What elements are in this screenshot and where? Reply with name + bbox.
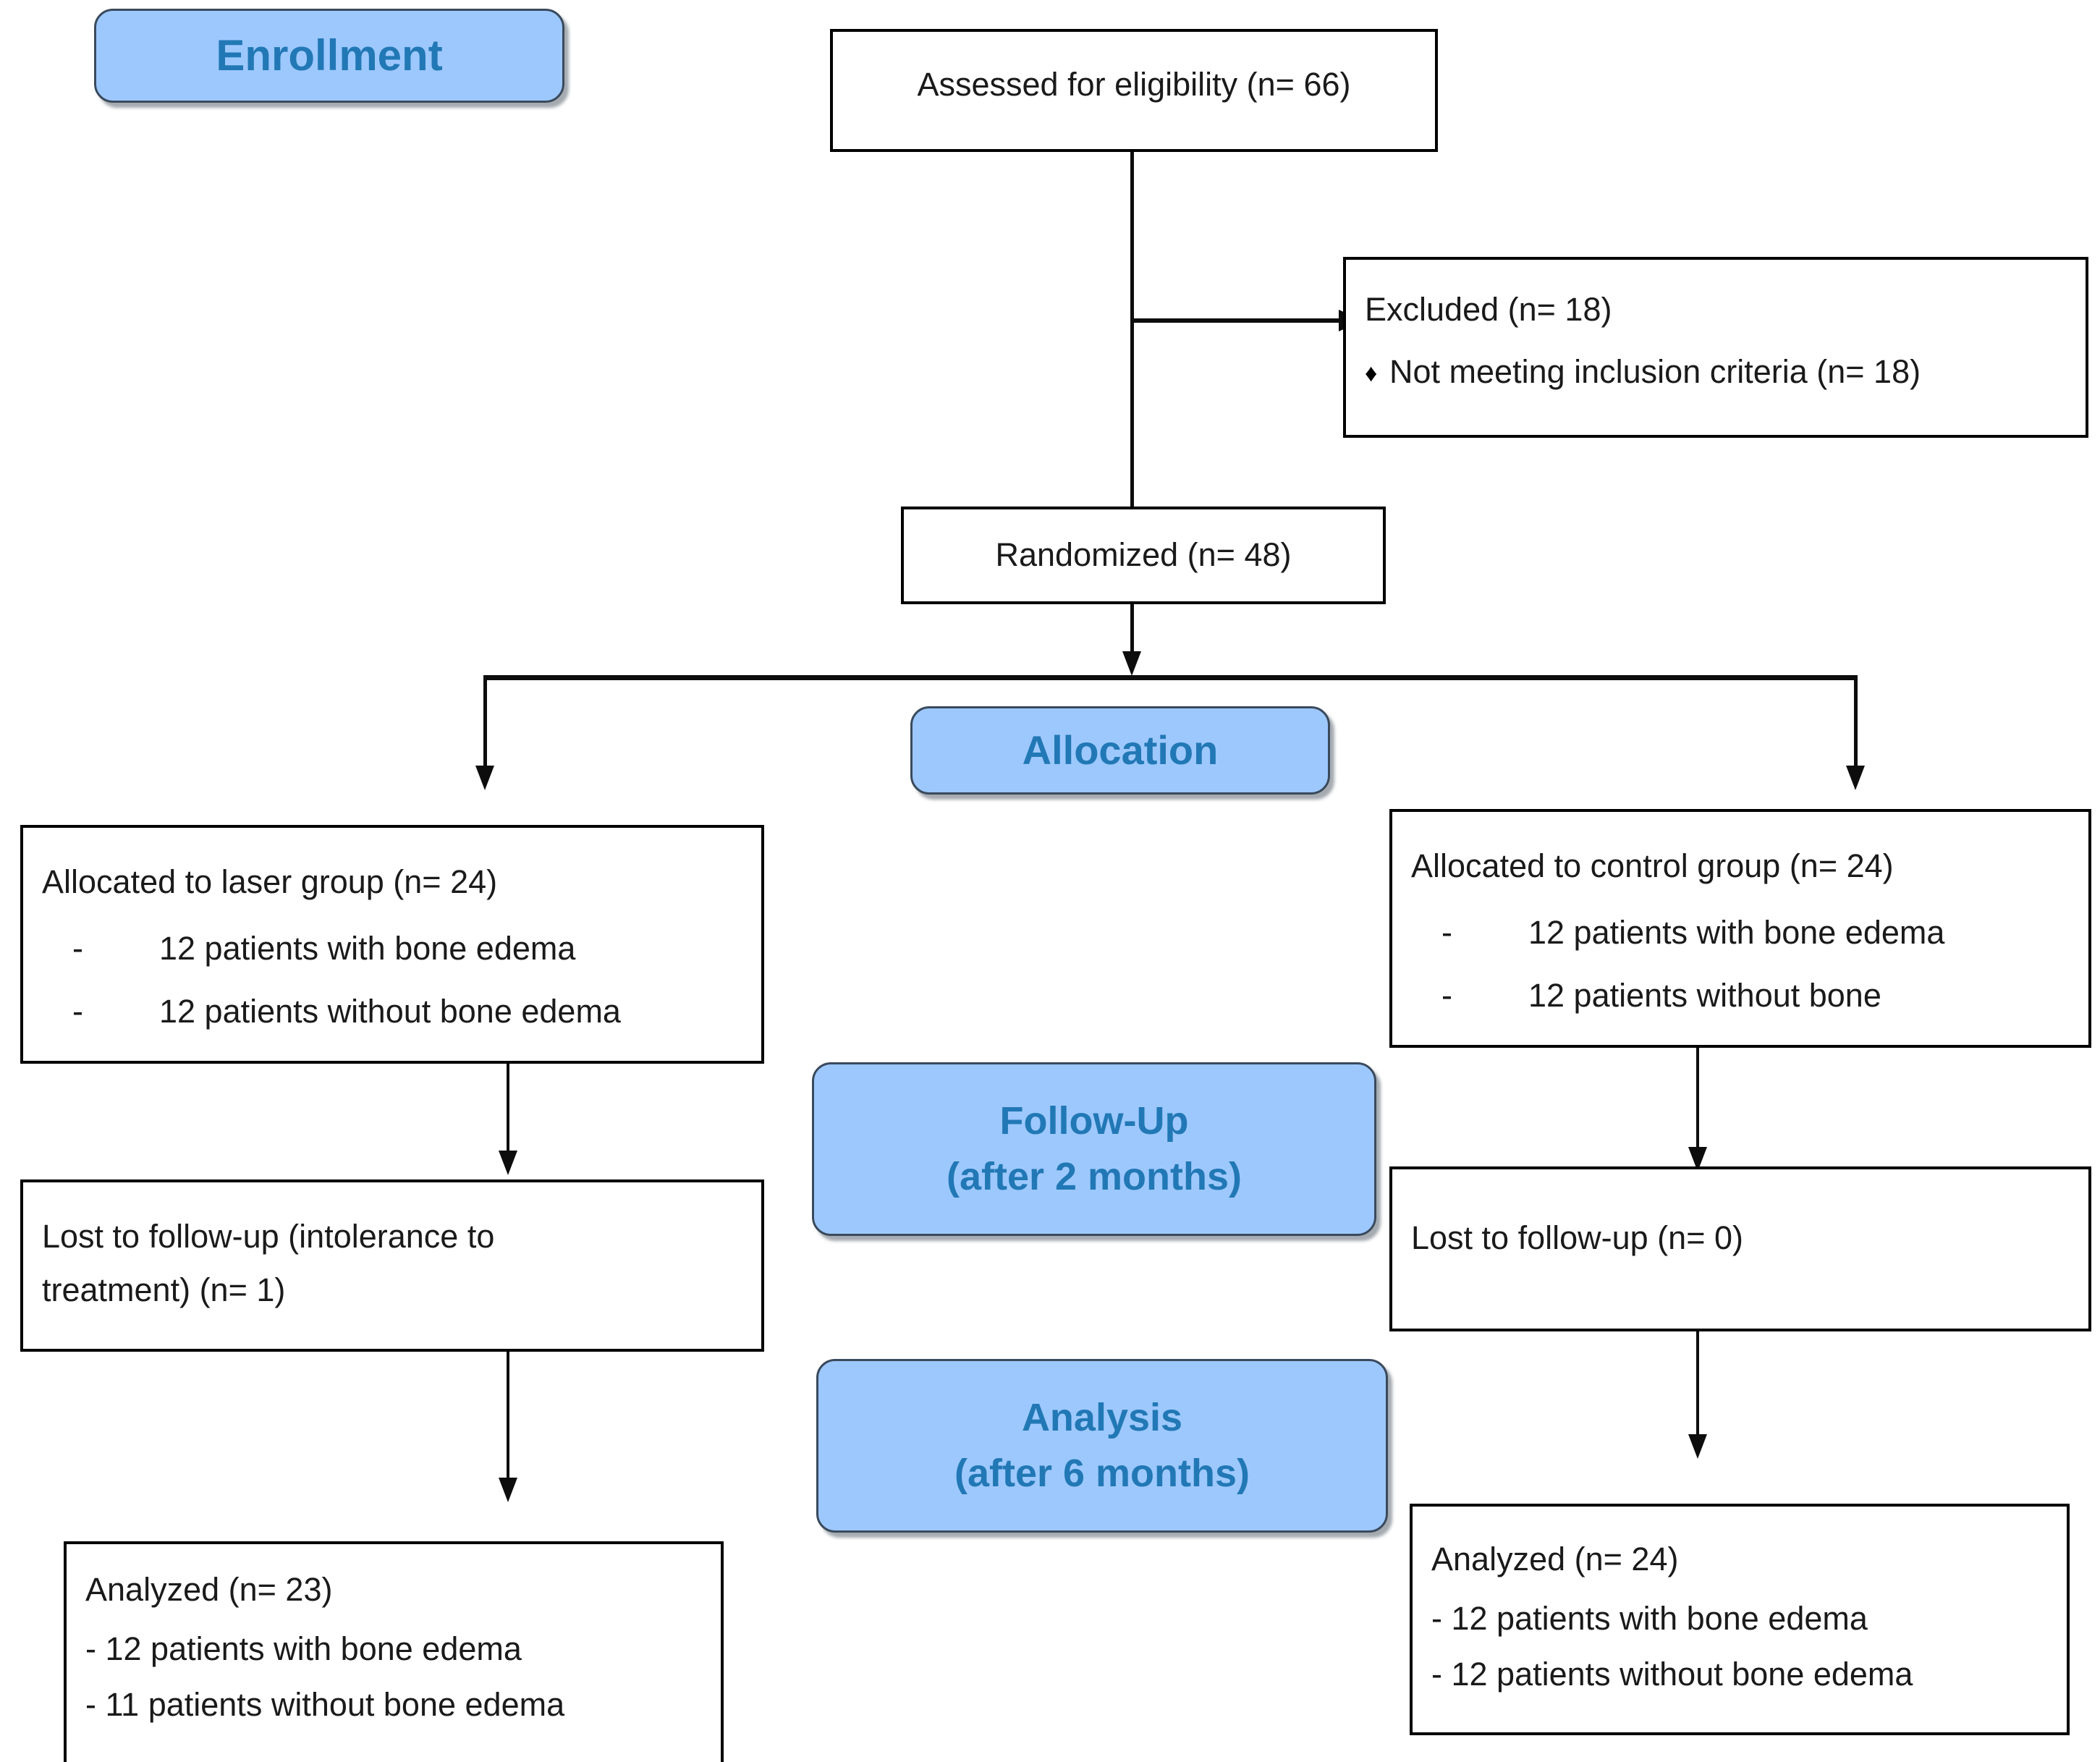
connector-allocated-control-to-lost [1696, 1048, 1699, 1160]
dash-marker: - [72, 993, 83, 1030]
node-excluded-item-0: ♦ Not meeting inclusion criteria (n= 18) [1365, 348, 2067, 396]
node-randomized-text: Randomized (n= 48) [995, 536, 1292, 573]
connector-allocated-laser-to-lost [507, 1064, 509, 1165]
node-analyzed-control: Analyzed (n= 24) - 12 patients with bone… [1410, 1504, 2070, 1735]
node-assessed-for-eligibility: Assessed for eligibility (n= 66) [830, 29, 1438, 152]
node-lost-laser-line1: Lost to follow-up (intolerance to [42, 1218, 495, 1255]
node-lost-control-line1: Lost to follow-up (n= 0) [1411, 1219, 1743, 1256]
node-allocated-control-item-1-text: 12 patients without bone [1528, 977, 1881, 1015]
node-allocated-control-item-0-text: 12 patients with bone edema [1528, 913, 1945, 951]
node-allocated-control-item-1: - 12 patients without bone [1411, 972, 2070, 1020]
connector-split-right-down [1854, 675, 1858, 776]
arrow-to-analyzed-control [1688, 1434, 1707, 1459]
node-analyzed-control-item-0: - 12 patients with bone edema [1431, 1599, 1868, 1637]
node-allocated-laser: Allocated to laser group (n= 24) - 12 pa… [20, 825, 764, 1064]
stage-badge-allocation: Allocation [910, 706, 1330, 795]
connector-trunk-to-excluded [1133, 318, 1343, 323]
dash-marker: - [72, 929, 83, 967]
node-allocated-laser-item-0: - 12 patients with bone edema [42, 925, 742, 973]
stage-badge-followup-label: Follow-Up [999, 1099, 1189, 1143]
node-lost-to-followup-control: Lost to follow-up (n= 0) [1389, 1166, 2091, 1331]
node-analyzed-control-title: Analyzed (n= 24) [1431, 1541, 1679, 1577]
arrow-to-analyzed-laser [499, 1478, 517, 1502]
node-analyzed-control-item-1: - 12 patients without bone edema [1431, 1656, 1913, 1693]
node-assessed-text: Assessed for eligibility (n= 66) [917, 66, 1351, 103]
node-allocated-laser-item-1: - 12 patients without bone edema [42, 988, 742, 1035]
node-allocated-laser-item-0-text: 12 patients with bone edema [159, 929, 576, 967]
node-allocated-laser-title: Allocated to laser group (n= 24) [42, 863, 498, 900]
stage-badge-enrollment-label: Enrollment [216, 31, 443, 80]
dash-marker: - [1441, 977, 1452, 1015]
stage-badge-enrollment: Enrollment [94, 9, 564, 103]
connector-lost-control-to-analyzed [1696, 1331, 1699, 1439]
stage-badge-followup: Follow-Up (after 2 months) [812, 1062, 1376, 1236]
node-analyzed-laser-item-1: - 11 patients without bone edema [85, 1686, 565, 1724]
node-excluded-title: Excluded (n= 18) [1365, 291, 1612, 328]
connector-assessed-to-randomized [1130, 152, 1134, 514]
dash-marker: - [1441, 913, 1452, 951]
node-lost-to-followup-laser: Lost to follow-up (intolerance to treatm… [20, 1179, 764, 1352]
node-excluded: Excluded (n= 18) ♦ Not meeting inclusion… [1343, 257, 2088, 438]
stage-badge-analysis-sublabel: (after 6 months) [954, 1452, 1250, 1495]
stage-badge-followup-sublabel: (after 2 months) [946, 1155, 1242, 1198]
connector-randomized-down [1130, 604, 1134, 662]
node-analyzed-laser-title: Analyzed (n= 23) [85, 1571, 333, 1608]
arrow-to-allocated-control [1846, 766, 1865, 790]
arrow-to-allocated-laser [475, 766, 494, 790]
node-allocated-control: Allocated to control group (n= 24) - 12 … [1389, 809, 2091, 1048]
arrow-to-lost-laser [499, 1151, 517, 1175]
node-excluded-item-0-text: Not meeting inclusion criteria (n= 18) [1389, 352, 1921, 390]
node-randomized: Randomized (n= 48) [901, 507, 1386, 604]
connector-lost-laser-to-analyzed [507, 1352, 509, 1481]
stage-badge-analysis-label: Analysis [1021, 1396, 1183, 1440]
node-analyzed-laser-item-0: - 12 patients with bone edema [85, 1630, 522, 1667]
node-lost-laser-line2: treatment) (n= 1) [42, 1271, 286, 1308]
node-allocated-control-title: Allocated to control group (n= 24) [1411, 847, 1894, 884]
arrow-randomized-split [1122, 651, 1141, 676]
connector-split-bar [483, 675, 1858, 680]
node-allocated-control-item-0: - 12 patients with bone edema [1411, 909, 2070, 957]
node-allocated-laser-item-1-text: 12 patients without bone edema [159, 993, 621, 1030]
connector-split-left-down [483, 675, 487, 776]
diamond-bullet-icon: ♦ [1365, 359, 1378, 387]
stage-badge-allocation-label: Allocation [1022, 727, 1219, 774]
node-analyzed-laser: Analyzed (n= 23) - 12 patients with bone… [64, 1541, 724, 1762]
stage-badge-analysis: Analysis (after 6 months) [816, 1359, 1388, 1533]
